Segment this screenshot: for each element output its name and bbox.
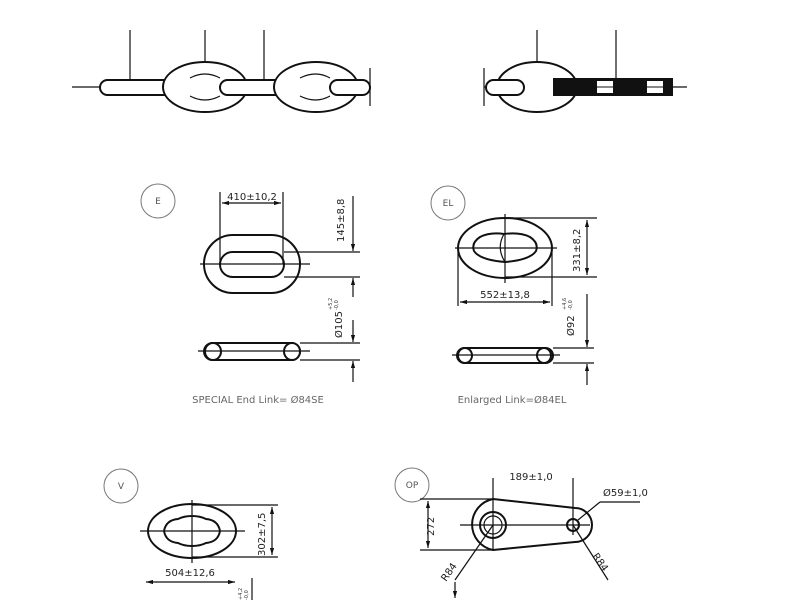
view-op: OP 189±1,0 Ø59±1,0 272 R84 R84 [394,467,648,598]
view-e: E 410±10,2 145±8,8 Ø105 +5,2 -0,0 SPECIA… [140,183,360,406]
op-radius-left: R84 [439,561,459,583]
el-diameter-label: Ø92 [565,315,577,336]
v-tol-plus: +4,2 [238,588,244,600]
op-height-label: 272 [426,517,437,536]
e-width-label: 410±10,2 [227,192,277,203]
e-caption: SPECIAL End Link= Ø84SE [192,394,324,406]
badge-op: OP [406,481,419,491]
el-tol-minus: -0,0 [568,300,574,310]
e-height-label: 145±8,8 [336,199,347,242]
el-width-label: 552±13,8 [480,290,530,301]
v-height-label: 302±7,5 [257,513,268,556]
badge-el: EL [443,199,454,209]
op-hole-label: Ø59±1,0 [603,487,648,499]
chain-assembly [72,30,687,113]
view-el: EL 331±8,2 552±13,8 Ø92 +4,6 -0,0 Enlarg… [430,185,597,406]
view-v: V 302±7,5 504±12,6 +4,2 -0,0 [103,468,278,600]
el-tol-plus: +4,6 [562,298,568,310]
v-tol-minus: -0,0 [244,590,250,600]
badge-v: V [118,482,125,492]
op-length-label: 189±1,0 [509,472,552,483]
badge-e: E [155,197,161,207]
op-radius-right: R84 [590,551,610,573]
e-tol-minus: -0,0 [334,300,340,310]
el-height-label: 331±8,2 [572,229,583,272]
e-tol-plus: +5,2 [328,298,334,310]
e-diameter-label: Ø105 [333,311,345,338]
el-caption: Enlarged Link=Ø84EL [458,394,567,406]
v-width-label: 504±12,6 [165,568,215,579]
